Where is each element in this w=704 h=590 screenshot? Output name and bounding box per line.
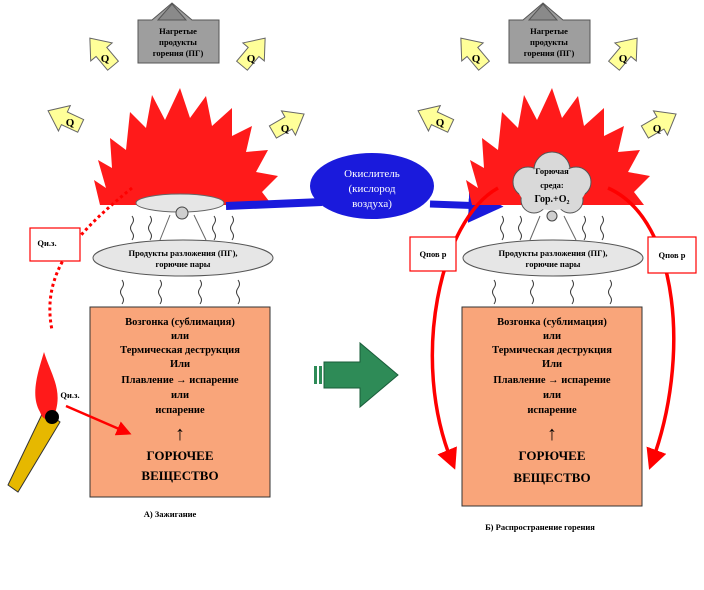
process-line2: или bbox=[543, 331, 561, 342]
surface-heat-label-right: Qпов р bbox=[659, 250, 686, 260]
vapor-lines-lower bbox=[492, 279, 612, 305]
oxidizer-line2: (кислород bbox=[348, 183, 395, 195]
decomposition-line1: Продукты разложения (ПГ), bbox=[128, 248, 237, 258]
heat-label: Q bbox=[653, 123, 662, 135]
surface-heat-arrow-left bbox=[430, 186, 499, 470]
process-line4: Или bbox=[170, 359, 190, 370]
transition-arrow-icon bbox=[314, 341, 399, 409]
heat-label: Q bbox=[247, 53, 256, 65]
hot-products-line3: горения (ПГ) bbox=[524, 48, 575, 58]
process-line6: или bbox=[171, 390, 189, 401]
process-line3: Термическая деструкция bbox=[120, 345, 240, 356]
decomposition-line2: горючие пары bbox=[156, 259, 211, 269]
hot-products-line2: продукты bbox=[530, 37, 568, 47]
flame bbox=[94, 88, 278, 205]
hot-products-line3: горения (ПГ) bbox=[153, 48, 204, 58]
heat-arrow-top-left bbox=[89, 37, 120, 71]
up-arrow-icon: ↑ bbox=[175, 423, 185, 445]
hot-products-line1: Нагретые bbox=[530, 26, 568, 36]
heat-arrow-mid-left bbox=[417, 104, 455, 133]
decomposition-line1: Продукты разложения (ПГ), bbox=[498, 248, 607, 258]
ignition-heat-label: Qи.з. bbox=[37, 238, 56, 248]
vapor-lines-lower bbox=[120, 279, 240, 305]
process-line3: Термическая деструкция bbox=[492, 345, 612, 356]
hot-products-arrow: Нагретые продукты горения (ПГ) bbox=[508, 2, 591, 64]
heat-label: Q bbox=[472, 53, 481, 65]
hot-products-arrow: Нагретые продукты горения (ПГ) bbox=[137, 2, 220, 64]
process-line5: Плавление → испарение bbox=[493, 375, 611, 386]
process-line1: Возгонка (сублимация) bbox=[125, 317, 235, 328]
substance-name-line1: ГОРЮЧЕЕ bbox=[518, 448, 585, 463]
heat-arrow-mid-left bbox=[47, 104, 85, 133]
heat-arrow-top-right bbox=[235, 37, 266, 71]
surface-heat-label-left: Qпов р bbox=[420, 249, 447, 259]
heat-arrow-top-left bbox=[460, 37, 491, 71]
decomposition-products bbox=[462, 239, 644, 277]
heat-label: Q bbox=[436, 117, 445, 129]
heat-label: Q bbox=[66, 117, 75, 129]
decomposition-products bbox=[92, 239, 274, 277]
heat-label: Q bbox=[619, 53, 628, 65]
ignition-point-icon bbox=[175, 206, 189, 220]
oxidizer-ellipse bbox=[310, 153, 434, 219]
surface-heat-arrow-right bbox=[607, 186, 676, 470]
heat-label: Q bbox=[281, 123, 290, 135]
ignition-caption: А) Зажигание bbox=[144, 509, 197, 519]
up-arrow-icon: ↑ bbox=[547, 423, 557, 445]
heat-arrow-mid-right bbox=[268, 110, 305, 139]
substance-name-line1: ГОРЮЧЕЕ bbox=[146, 448, 213, 463]
medium-line1: Горючая bbox=[535, 166, 569, 176]
propagation-caption: Б) Распространение горения bbox=[485, 522, 595, 532]
process-line6: или bbox=[543, 390, 561, 401]
ignition-heat-box bbox=[29, 227, 81, 262]
heat-arrow-mid-right bbox=[640, 110, 677, 139]
ignition-point-icon bbox=[546, 210, 558, 222]
combustible-substance-box bbox=[89, 306, 271, 498]
combustible-medium-cloud bbox=[512, 151, 592, 214]
oxidizer-line1: Окислитель bbox=[344, 168, 400, 180]
vapor-lines-upper bbox=[130, 215, 234, 241]
surface-heat-box-right bbox=[647, 236, 697, 274]
match-heat-arrow bbox=[65, 404, 132, 436]
medium-line3: Гор.+О₂ bbox=[534, 194, 569, 205]
propagation-panel: Нагретые продукты горения (ПГ) Q Q Q Q bbox=[409, 2, 697, 532]
substance-name-line2: ВЕЩЕСТВО bbox=[513, 470, 590, 485]
heat-label: Q bbox=[101, 53, 110, 65]
match-heat-label: Qи.з. bbox=[60, 390, 79, 400]
hot-products-line2: продукты bbox=[159, 37, 197, 47]
oxidizer-line3: воздуха) bbox=[352, 198, 392, 210]
surface-heat-box-left bbox=[409, 236, 457, 272]
vapor-lines-upper bbox=[500, 215, 604, 241]
process-line1: Возгонка (сублимация) bbox=[497, 317, 607, 328]
match-icon bbox=[7, 352, 61, 493]
substance-name-line2: ВЕЩЕСТВО bbox=[141, 468, 218, 483]
process-line7: испарение bbox=[155, 405, 205, 416]
heat-arrow-top-right bbox=[607, 37, 638, 71]
medium-line2: среда: bbox=[540, 180, 564, 190]
ignition-panel: Нагретые продукты горения (ПГ) Q Q Q Q bbox=[7, 2, 305, 519]
process-line7: испарение bbox=[527, 405, 577, 416]
process-line2: или bbox=[171, 331, 189, 342]
process-line5: Плавление → испарение bbox=[121, 375, 239, 386]
process-line4: Или bbox=[542, 359, 562, 370]
hot-products-line1: Нагретые bbox=[159, 26, 197, 36]
combustible-substance-box bbox=[461, 306, 643, 507]
flame bbox=[466, 88, 650, 205]
decomposition-line2: горючие пары bbox=[526, 259, 581, 269]
